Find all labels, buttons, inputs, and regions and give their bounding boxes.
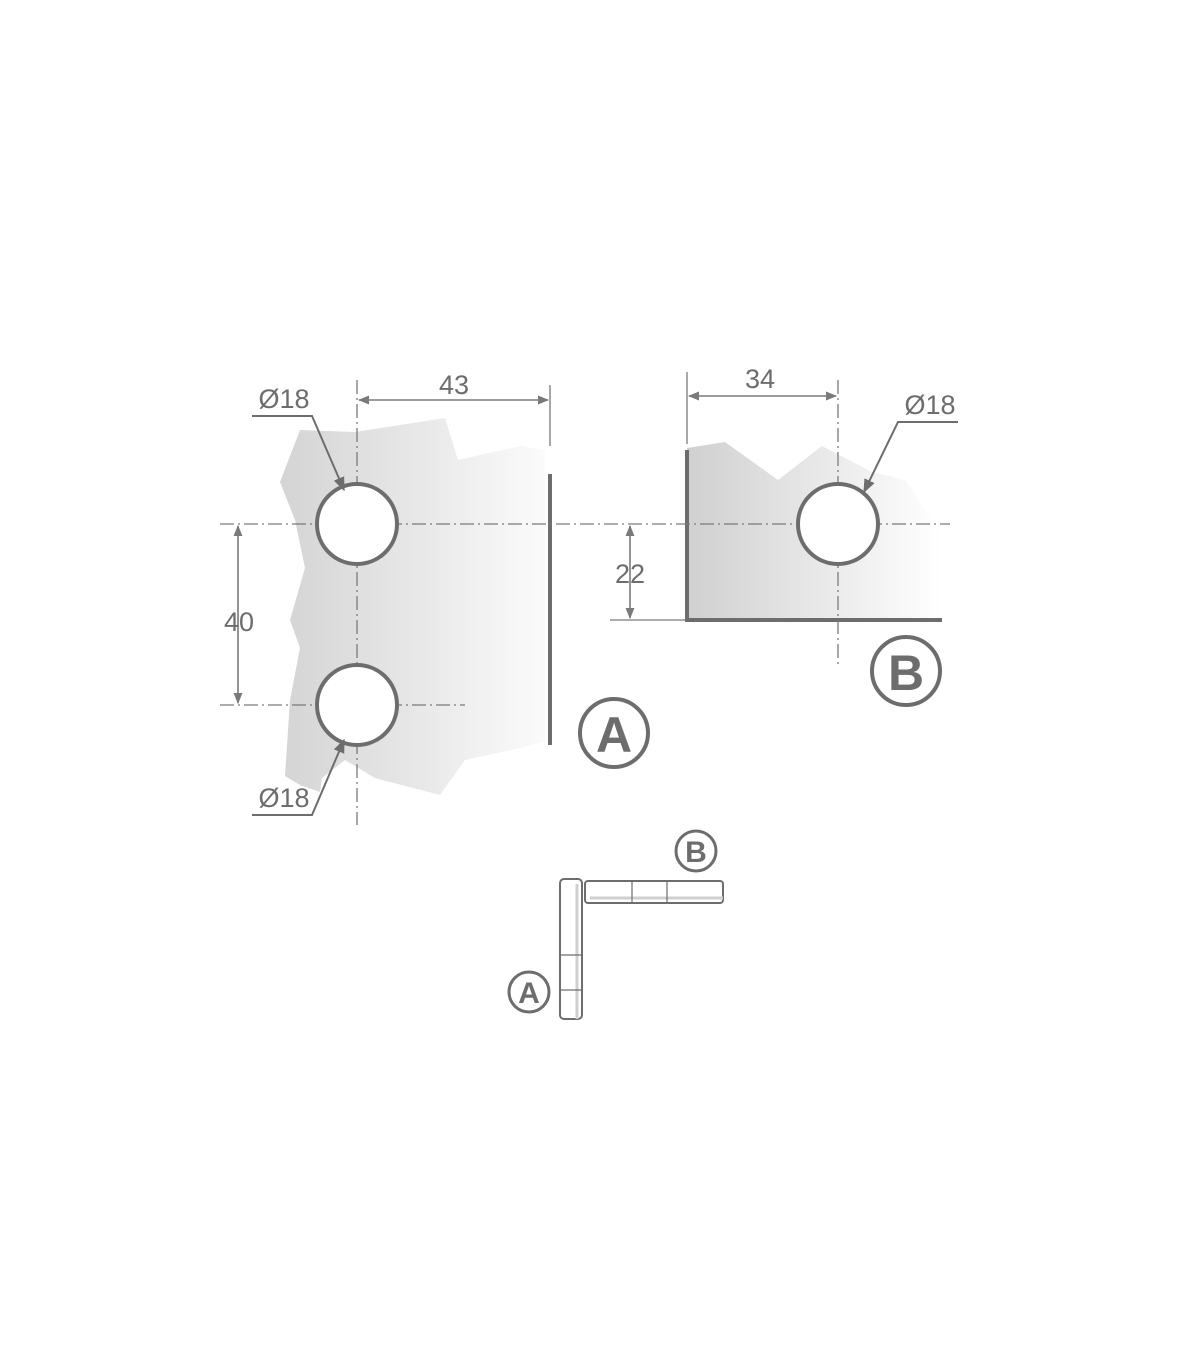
badge-assembly-b-label: B <box>685 836 707 869</box>
diameter-label-right: Ø18 <box>904 390 955 420</box>
assembly-view: A B <box>507 829 724 1020</box>
glass-edge-b <box>685 450 942 622</box>
badge-assembly-b: B <box>674 829 718 873</box>
diameter-label-bottom-left: Ø18 <box>258 783 309 813</box>
badge-part-a: A <box>578 697 650 769</box>
hole-top-left <box>315 482 399 566</box>
dimension-43: 43 <box>439 370 469 400</box>
leader-top-left <box>252 415 345 492</box>
badge-assembly-a-label: A <box>518 977 540 1010</box>
diameter-label-top-left: Ø18 <box>258 384 309 414</box>
leader-bottom-left <box>252 738 345 816</box>
dimension-40: 40 <box>224 607 254 637</box>
hole-right <box>796 482 880 566</box>
badge-part-b: B <box>870 635 942 707</box>
hole-bottom-left <box>315 663 399 747</box>
dimension-22: 22 <box>615 559 645 589</box>
assembly-panel-b <box>584 880 724 904</box>
glass-panel-a <box>280 418 545 795</box>
badge-assembly-a: A <box>507 970 551 1014</box>
dimension-34: 34 <box>745 364 775 394</box>
assembly-panel-a <box>559 878 583 1020</box>
leader-right <box>863 421 958 494</box>
badge-part-b-label: B <box>888 645 924 701</box>
badge-part-a-label: A <box>596 707 632 763</box>
